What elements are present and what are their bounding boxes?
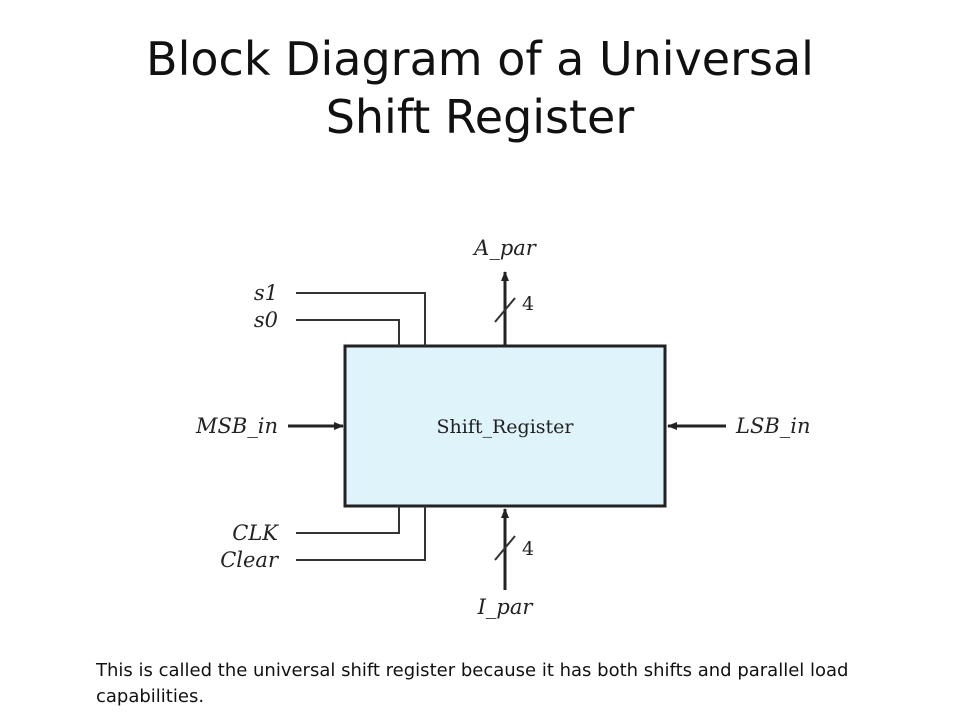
i-par-label: I_par [477, 595, 535, 619]
s1-wire [296, 292, 426, 346]
slide-caption: This is called the universal shift regis… [96, 660, 849, 707]
clk-label: CLK [232, 521, 279, 545]
lsb-in-label: LSB_in [735, 414, 811, 438]
clk-wire [296, 506, 400, 534]
i-par-bus-slash [494, 535, 516, 561]
msb-in-label: MSB_in [195, 414, 278, 438]
slide-title-line-1: Block Diagram of a Universal [146, 32, 814, 86]
s0-label: s0 [254, 308, 278, 332]
clear-label: Clear [220, 548, 280, 572]
a-par-bus-slash [494, 297, 516, 323]
a-par-label: A_par [472, 236, 538, 260]
s0-wire [296, 319, 400, 346]
clear-wire [296, 506, 426, 561]
slide-title-line-2: Shift Register [325, 90, 635, 144]
slide-title: Block Diagram of a Universal Shift Regis… [0, 30, 960, 146]
i-par-bus-width: 4 [522, 538, 534, 560]
s1-label: s1 [254, 281, 278, 305]
block-label: Shift_Register [437, 416, 575, 438]
a-par-bus-width: 4 [522, 293, 534, 315]
shift-register-block [343, 344, 667, 508]
